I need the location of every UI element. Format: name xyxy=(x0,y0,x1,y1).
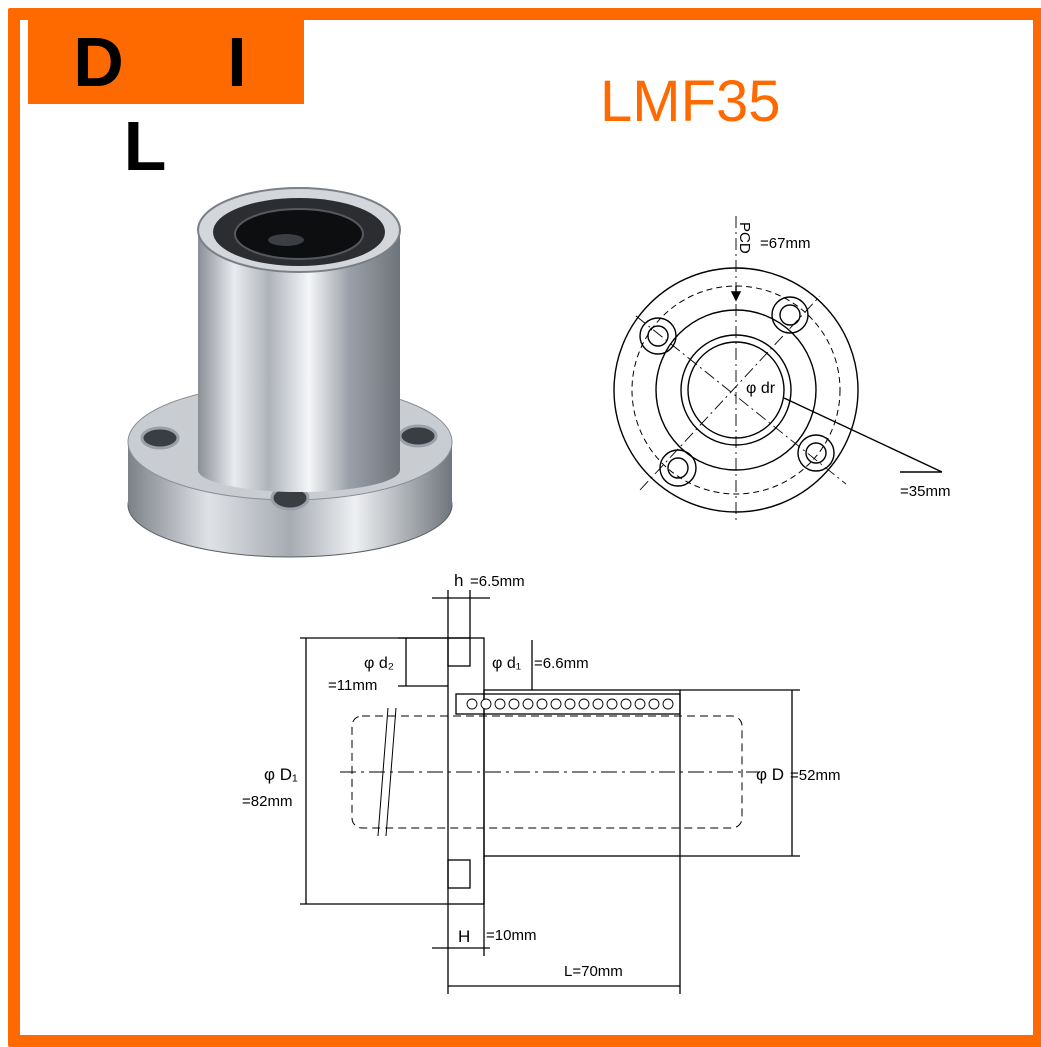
pcd-circle xyxy=(631,285,841,495)
bolt-hole-icon xyxy=(659,449,697,487)
brand-logo: D I L xyxy=(28,20,304,185)
product-photo xyxy=(127,187,453,558)
flange-section xyxy=(447,637,485,905)
pcd-label: PCD xyxy=(736,222,753,254)
model-title: LMF35 xyxy=(600,69,781,134)
brand-logo-text: D I L xyxy=(73,23,289,185)
cylinder-base xyxy=(198,448,400,492)
bolt-hole-icon xyxy=(667,457,689,479)
bolt-hole-icon xyxy=(779,304,801,326)
flange-hole-upper xyxy=(447,637,471,667)
bearing-bore xyxy=(234,208,364,260)
flange-hole-lower xyxy=(447,859,471,889)
ball-track xyxy=(455,693,681,715)
d2-label: φ d₂ xyxy=(364,655,394,672)
flange-hole-icon xyxy=(398,424,438,448)
d2-value: =11mm xyxy=(328,677,377,694)
h-label: h xyxy=(454,571,463,590)
bolt-hole-icon xyxy=(647,325,669,347)
dr-label: φ dr xyxy=(746,380,776,397)
flange-hole-icon xyxy=(140,426,180,450)
dr-leader xyxy=(783,397,943,473)
h-value: =6.5mm xyxy=(470,573,525,590)
D1-label: φ D₁ xyxy=(264,765,298,784)
pcd-value: =67mm xyxy=(760,235,810,252)
bolt-hole-icon xyxy=(797,434,835,472)
D1-value: =82mm xyxy=(242,793,292,810)
side-view-drawing: h =6.5mm φ d₂ =11mm φ d₁ =6.6mm φ D₁ =82… xyxy=(242,571,840,994)
bolt-hole-icon xyxy=(805,442,827,464)
dr-value: =35mm xyxy=(900,483,950,500)
d1-label: φ d₁ xyxy=(492,655,521,672)
end-view-drawing: PCD =67mm φ dr =35mm xyxy=(613,216,950,520)
pcd-arrowhead xyxy=(730,291,742,302)
D-label: φ D xyxy=(756,765,784,784)
L-value: L=70mm xyxy=(564,963,623,980)
bore-highlight xyxy=(268,234,304,246)
bearing-body xyxy=(483,689,681,857)
bolt-hole-icon xyxy=(639,317,677,355)
H-label: H xyxy=(458,927,470,946)
D-value: =52mm xyxy=(790,767,840,784)
d1-value: =6.6mm xyxy=(534,655,589,672)
ball-row xyxy=(466,698,674,710)
center-line xyxy=(635,315,847,485)
bolt-hole-icon xyxy=(771,296,809,334)
center-line xyxy=(639,295,821,491)
H-value: =10mm xyxy=(486,927,536,944)
